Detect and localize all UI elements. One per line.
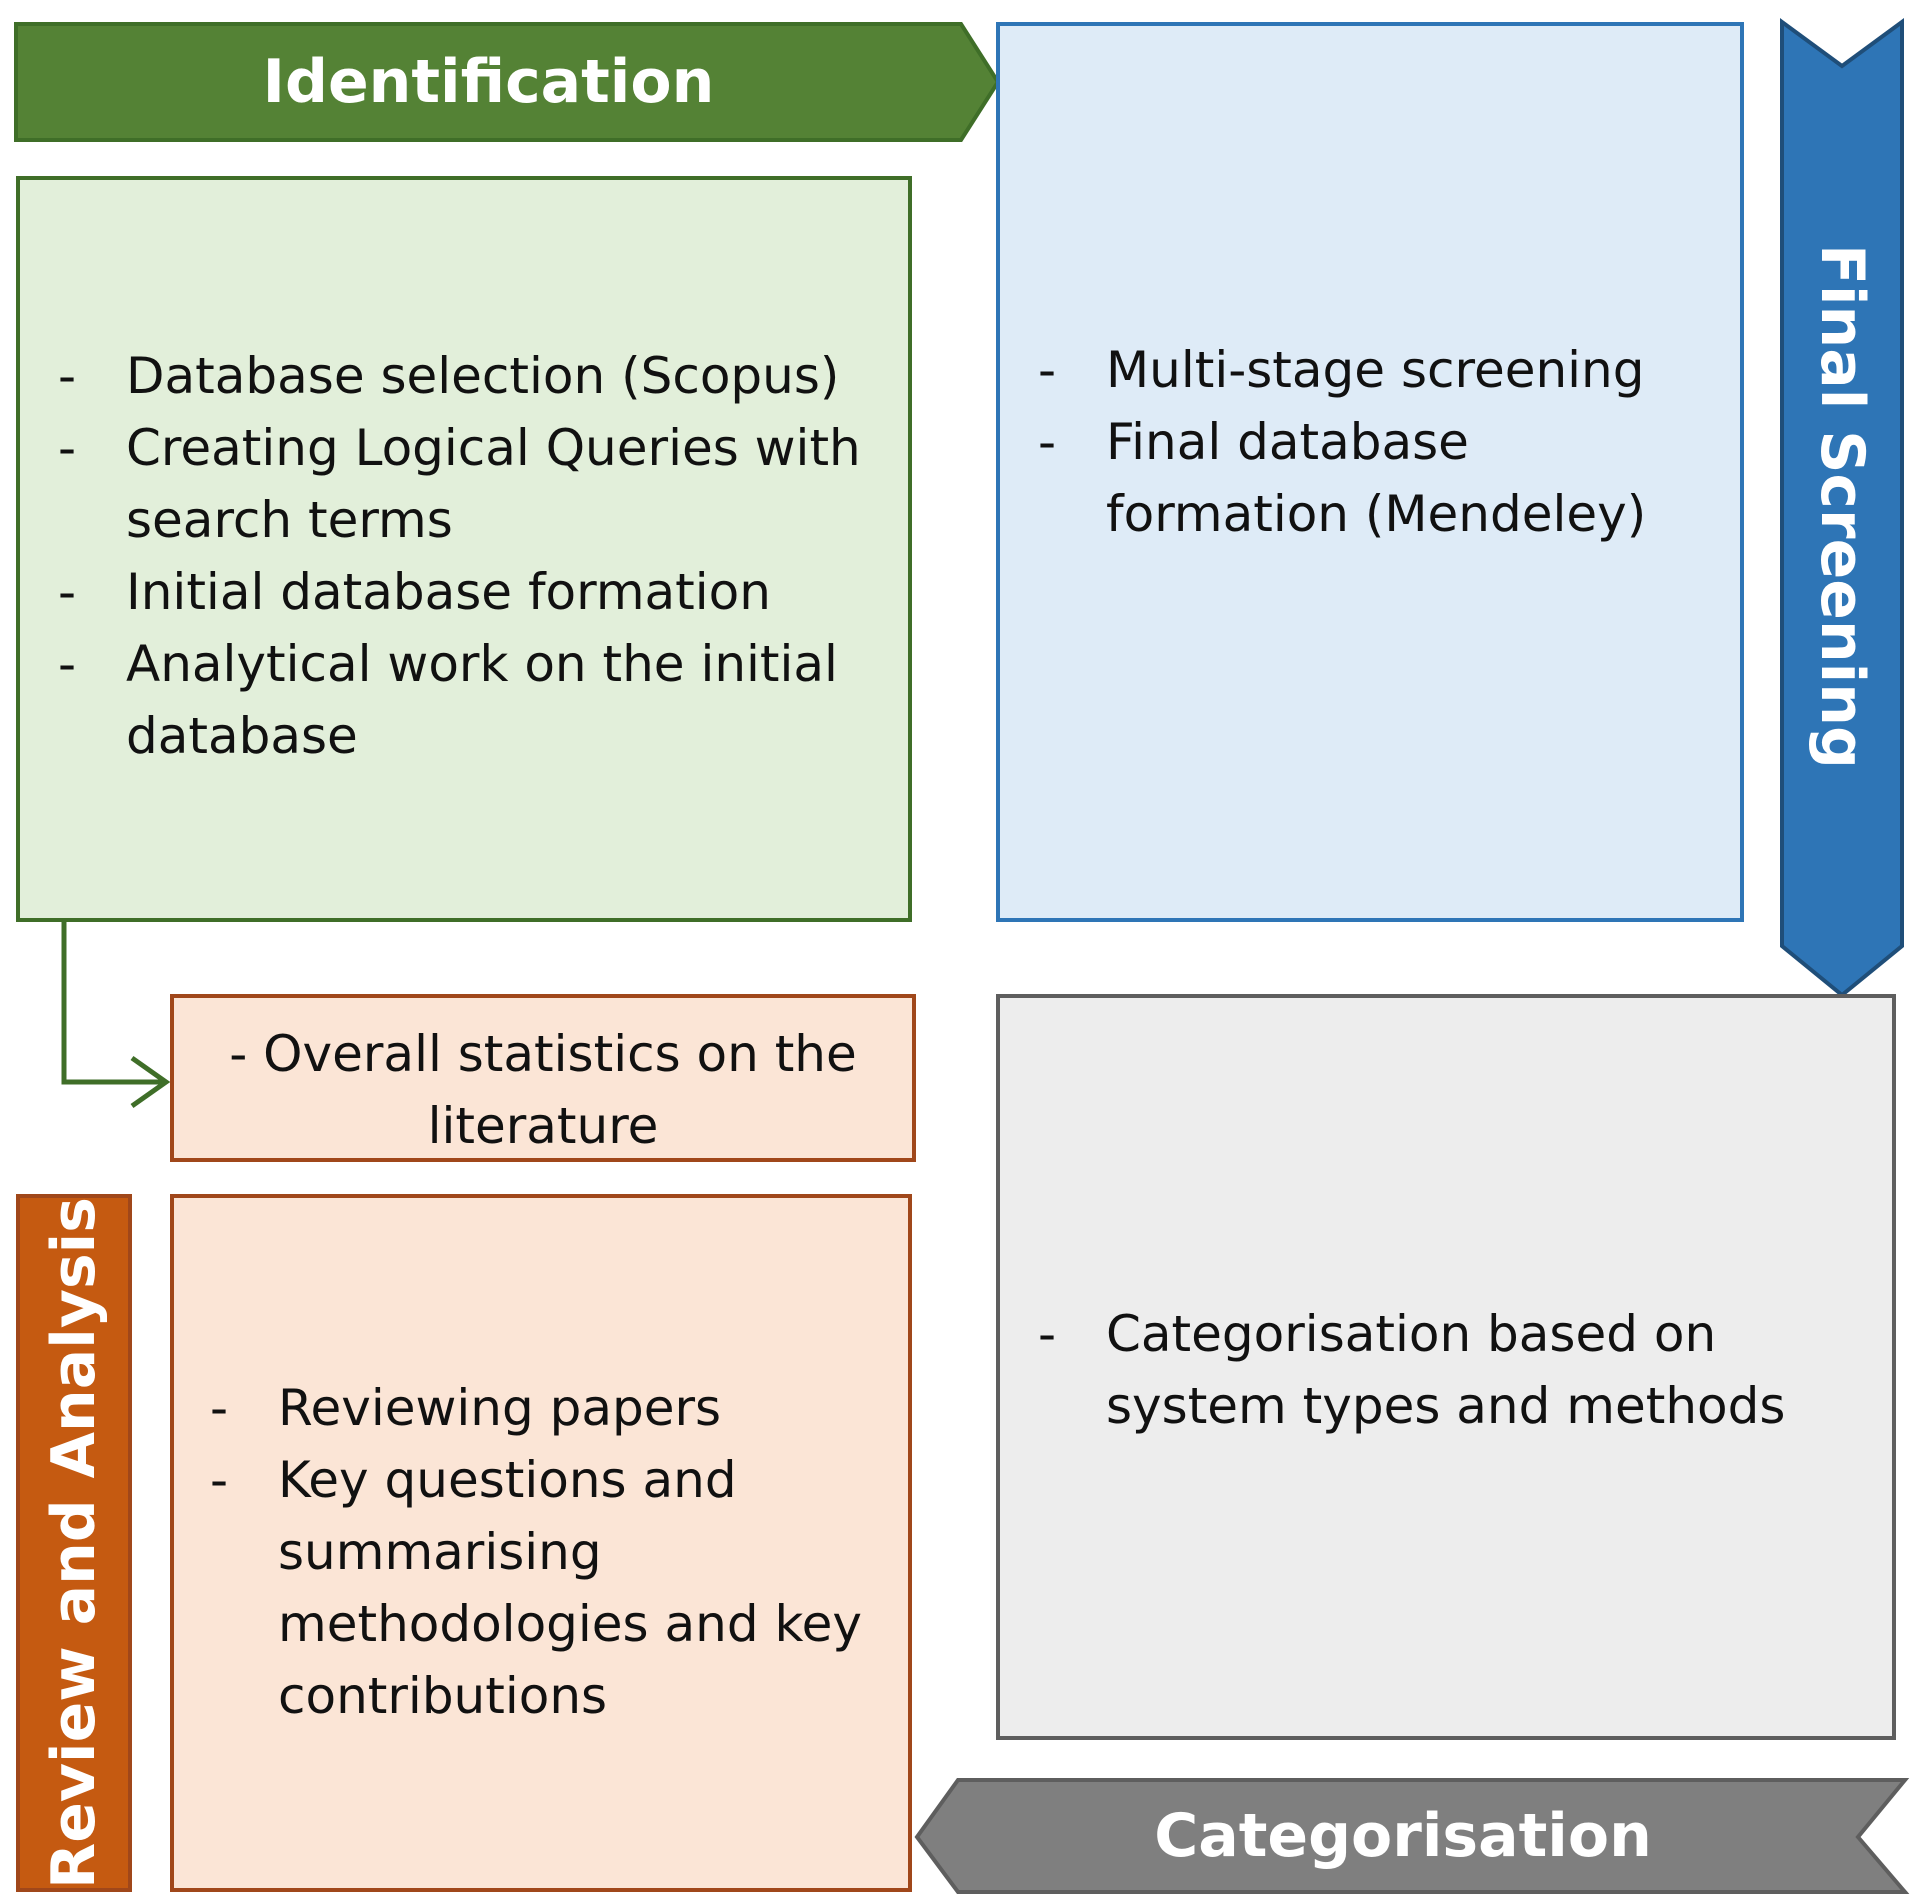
categorisation-label: Categorisation <box>1154 1801 1652 1871</box>
review-analysis-item: Reviewing papers <box>210 1372 868 1444</box>
identification-banner <box>14 22 1001 142</box>
overall-stats-box: - Overall statistics on the literature <box>170 994 916 1162</box>
categorisation-banner <box>914 1778 1910 1894</box>
identification-item: Creating Logical Queries with search ter… <box>58 412 868 556</box>
overall-stats-text: - Overall statistics on the literature <box>229 1025 857 1155</box>
identification-label: Identification <box>262 47 715 117</box>
final-screening-item: Final database formation (Mendeley) <box>1038 406 1700 550</box>
identification-list: Database selection (Scopus) Creating Log… <box>58 340 868 772</box>
review-analysis-list: Reviewing papers Key questions and summa… <box>210 1372 868 1732</box>
identification-box: Database selection (Scopus) Creating Log… <box>16 176 912 922</box>
review-analysis-label: Review and Analysis <box>39 1197 109 1889</box>
review-analysis-box: Reviewing papers Key questions and summa… <box>170 1194 912 1892</box>
categorisation-item: Categorisation based on system types and… <box>1038 1298 1852 1442</box>
identification-item: Analytical work on the initial database <box>58 628 868 772</box>
connector-arrow <box>61 922 166 1085</box>
final-screening-label: Final Screening <box>1807 243 1877 769</box>
categorisation-list: Categorisation based on system types and… <box>1038 1298 1852 1442</box>
final-screening-box: Multi-stage screening Final database for… <box>996 22 1744 922</box>
connector-arrowhead <box>130 1055 171 1109</box>
categorisation-box: Categorisation based on system types and… <box>996 994 1896 1740</box>
identification-item: Database selection (Scopus) <box>58 340 868 412</box>
review-analysis-banner: Review and Analysis <box>16 1194 132 1892</box>
final-screening-banner <box>1780 18 1904 998</box>
final-screening-item: Multi-stage screening <box>1038 334 1700 406</box>
final-screening-list: Multi-stage screening Final database for… <box>1038 334 1700 550</box>
identification-item: Initial database formation <box>58 556 868 628</box>
review-analysis-item: Key questions and summarising methodolog… <box>210 1444 868 1732</box>
